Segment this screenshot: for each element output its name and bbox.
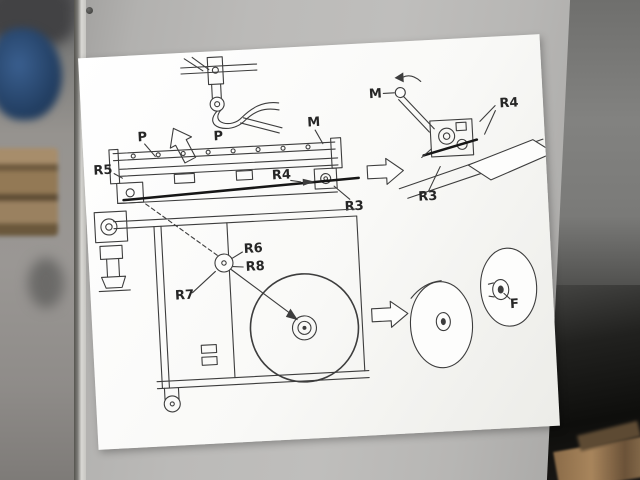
- up-left-arrow-icon: [169, 127, 197, 164]
- label-p-top: P: [213, 129, 223, 144]
- label-m-detail: M: [368, 87, 382, 103]
- strapping-machine-diagram: P: [93, 56, 555, 413]
- right-arrow-top-icon: [366, 157, 404, 185]
- label-m-rail: M: [307, 115, 321, 131]
- floor-mark: [28, 258, 64, 308]
- label-r8: R8: [245, 259, 265, 275]
- reel-orientation-detail: [409, 247, 538, 369]
- sealing-head-assembly: [108, 129, 360, 205]
- machine-frame: [93, 203, 370, 413]
- label-r4-rail: R4: [272, 167, 292, 183]
- right-arrow-bottom-icon: [371, 300, 409, 328]
- label-r3-detail: R3: [418, 189, 438, 205]
- label-r7: R7: [175, 288, 195, 304]
- blue-object: [0, 28, 62, 120]
- strap-guide-detail: [180, 56, 283, 134]
- tensioner-detail: [382, 72, 555, 199]
- label-p-rail: P: [137, 130, 147, 145]
- panel-screw: [86, 7, 93, 14]
- instruction-sheet: P: [78, 34, 560, 450]
- label-r6: R6: [243, 241, 263, 257]
- wooden-pallet: [0, 148, 58, 236]
- label-f: F: [510, 297, 520, 312]
- label-r5: R5: [93, 163, 113, 179]
- label-r3-rail: R3: [344, 199, 364, 215]
- label-r4-detail: R4: [499, 95, 519, 111]
- strap-reel: [249, 273, 360, 383]
